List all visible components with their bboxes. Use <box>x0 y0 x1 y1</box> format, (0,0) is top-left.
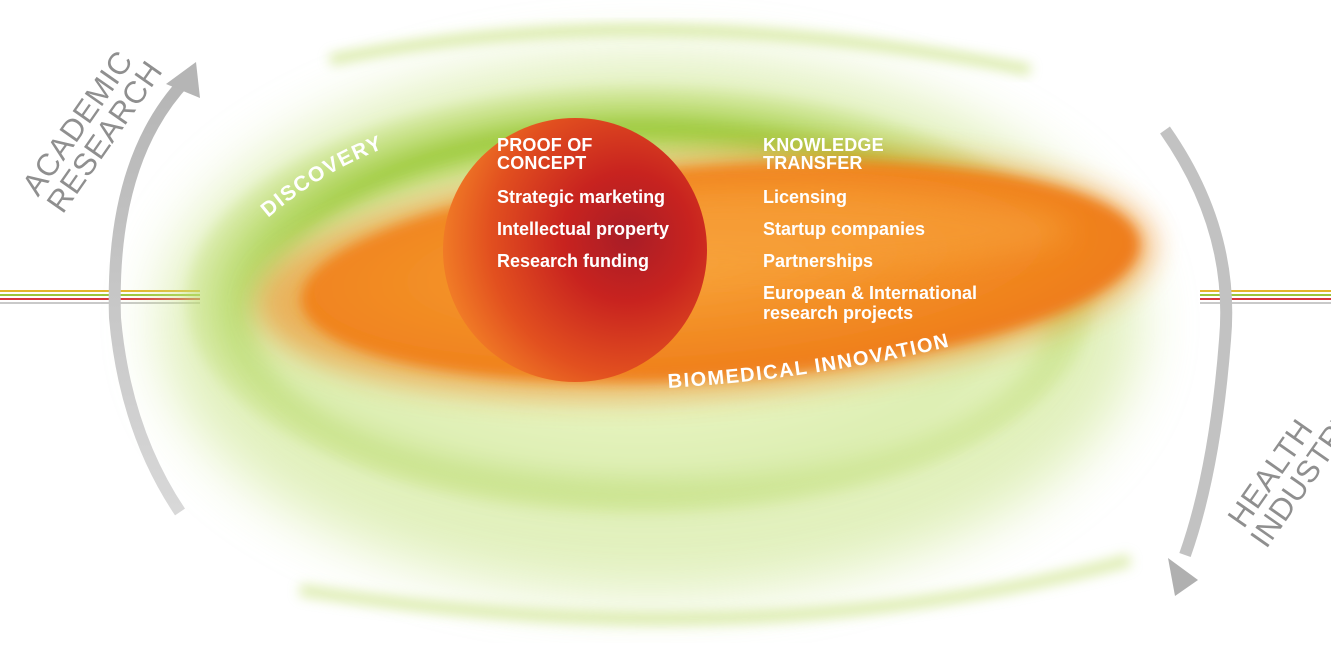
proof-of-concept-block: PROOF OF CONCEPT Strategic marketing Int… <box>497 136 669 271</box>
proof-of-concept-sphere <box>443 118 707 382</box>
research-funding-item: Research funding <box>497 251 650 271</box>
intellectual-property-item: Intellectual property <box>497 219 670 239</box>
strategic-marketing-item: Strategic marketing <box>497 187 666 207</box>
bottom-swirl-streak <box>299 554 1132 625</box>
partnerships-item: Partnerships <box>763 251 874 271</box>
knowledge-transfer-title-2: TRANSFER <box>763 153 863 173</box>
top-swirl-streak <box>329 24 1031 75</box>
licensing-item: Licensing <box>763 187 848 207</box>
proof-of-concept-title-2: CONCEPT <box>497 153 587 173</box>
knowledge-transfer-title-1: KNOWLEDGE <box>763 135 884 155</box>
left-stripes <box>0 290 200 304</box>
right-stripes <box>1200 290 1331 304</box>
academic-arrow <box>108 62 200 516</box>
proof-of-concept-title-1: PROOF OF <box>497 135 593 155</box>
international-projects-line1: European & International <box>763 283 978 303</box>
international-projects-line2: research projects <box>763 303 914 323</box>
industry-arrow <box>1160 126 1233 596</box>
startup-companies-item: Startup companies <box>763 219 926 239</box>
knowledge-transfer-block: KNOWLEDGE TRANSFER Licensing Startup com… <box>763 136 977 323</box>
